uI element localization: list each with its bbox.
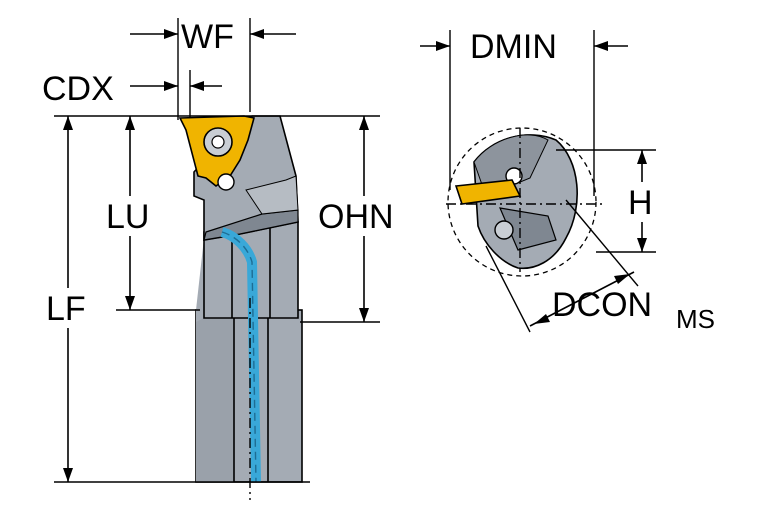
side-view: WF CDX LF LU <box>42 18 408 500</box>
dcon-label: DCON <box>552 286 652 324</box>
lu-dimension: LU <box>104 116 200 311</box>
dcon-subscript: MS <box>676 304 715 334</box>
dmin-label: DMIN <box>470 28 557 66</box>
clamp-pin <box>217 173 235 191</box>
bore-circle <box>447 127 597 277</box>
wf-label: WF <box>181 18 234 56</box>
lf-dimension: LF <box>44 116 310 483</box>
end-view-flat <box>473 134 549 197</box>
ohn-label: OHN <box>318 198 394 236</box>
end-view: DMIN H DCON MS <box>420 28 715 334</box>
wf-dimension: WF <box>130 18 296 120</box>
dmin-dimension: DMIN <box>420 28 628 196</box>
cdx-label: CDX <box>42 70 114 108</box>
neck <box>196 238 204 322</box>
end-view-coolant-hole <box>494 220 514 240</box>
h-label: H <box>628 184 653 222</box>
lf-label: LF <box>46 290 86 328</box>
shank-flat-left <box>196 310 234 482</box>
dcon-dimension: DCON MS <box>485 199 715 334</box>
lu-label: LU <box>106 198 149 236</box>
head-facet <box>245 175 299 215</box>
h-dimension: H <box>556 149 660 253</box>
ohn-dimension: OHN <box>300 116 408 323</box>
cdx-dimension: CDX <box>42 70 222 118</box>
end-view-chip-face <box>499 207 557 251</box>
